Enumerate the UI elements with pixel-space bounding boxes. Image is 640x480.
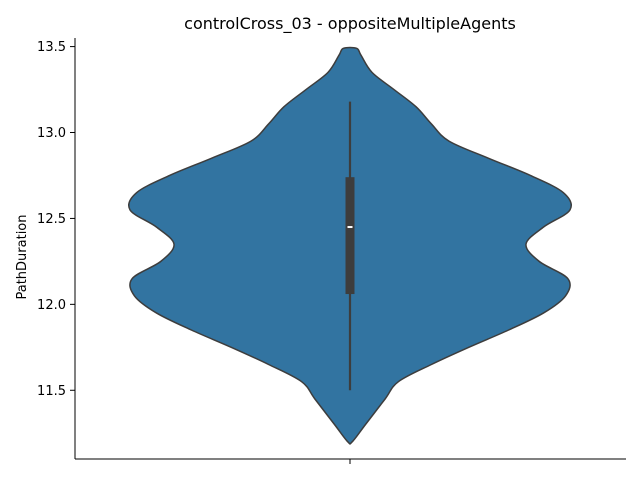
plot-area: [127, 46, 573, 445]
y-tick-label: 12.0: [37, 298, 66, 313]
iqr-box: [345, 177, 355, 295]
y-tick-label: 11.5: [37, 384, 66, 399]
y-tick-label: 12.5: [37, 212, 66, 227]
y-axis-label: PathDuration: [15, 214, 30, 299]
y-tick-label: 13.0: [37, 126, 66, 141]
y-tick-label: 13.5: [37, 40, 66, 55]
chart-title: controlCross_03 - oppositeMultipleAgents: [184, 14, 516, 34]
axes: 11.5 12.0 12.5 13.0 13.5: [37, 38, 626, 464]
